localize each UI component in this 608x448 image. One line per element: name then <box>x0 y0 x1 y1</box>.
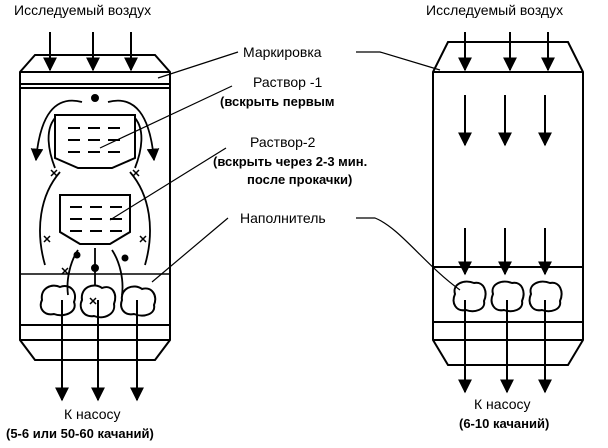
left-tube <box>19 32 171 402</box>
filler-leader-left <box>151 217 229 283</box>
solution-2-leader <box>109 147 227 221</box>
filler-label: Наполнитель <box>240 210 326 226</box>
right-pump-strokes: (6-10 качаний) <box>459 416 550 431</box>
right-outlet-arrows <box>458 300 552 394</box>
solution-2-label: Раствор-2 <box>250 134 316 150</box>
right-tube-title: Исследуемый воздух <box>426 2 564 18</box>
marking-leader-left <box>157 51 239 79</box>
left-pump-strokes: (5-6 или 50-60 качаний) <box>6 426 154 441</box>
left-tube-body <box>19 54 171 361</box>
left-inlet-arrows <box>43 32 138 72</box>
right-inner-arrows <box>458 95 552 276</box>
left-pump-label: К насосу <box>64 406 121 422</box>
solution-1-ampoule <box>54 114 136 169</box>
left-outlet-arrows <box>55 300 144 402</box>
solution-2-note-line2: после прокачки) <box>247 172 353 187</box>
right-tube-body <box>432 41 584 366</box>
left-cross-marks <box>43 169 147 275</box>
callout-leaders <box>99 51 461 291</box>
marking-leader-right <box>356 51 441 71</box>
filler-leader-right <box>356 217 461 291</box>
solution-1-note: (вскрыть первым <box>220 94 335 109</box>
solution-2-ampoule <box>59 194 131 245</box>
solution-1-label: Раствор -1 <box>253 74 323 90</box>
left-filler-granules <box>39 284 157 319</box>
solution-1-leader <box>99 85 233 149</box>
right-tube <box>432 32 584 394</box>
marking-label: Маркировка <box>243 44 322 60</box>
solution-2-note-line1: (вскрыть через 2-3 мин. <box>213 154 368 169</box>
left-tube-title: Исследуемый воздух <box>14 2 152 18</box>
right-filler-granules <box>452 280 563 313</box>
right-pump-label: К насосу <box>474 396 531 412</box>
left-flow-curves <box>30 99 160 296</box>
right-inlet-arrows <box>458 32 555 72</box>
